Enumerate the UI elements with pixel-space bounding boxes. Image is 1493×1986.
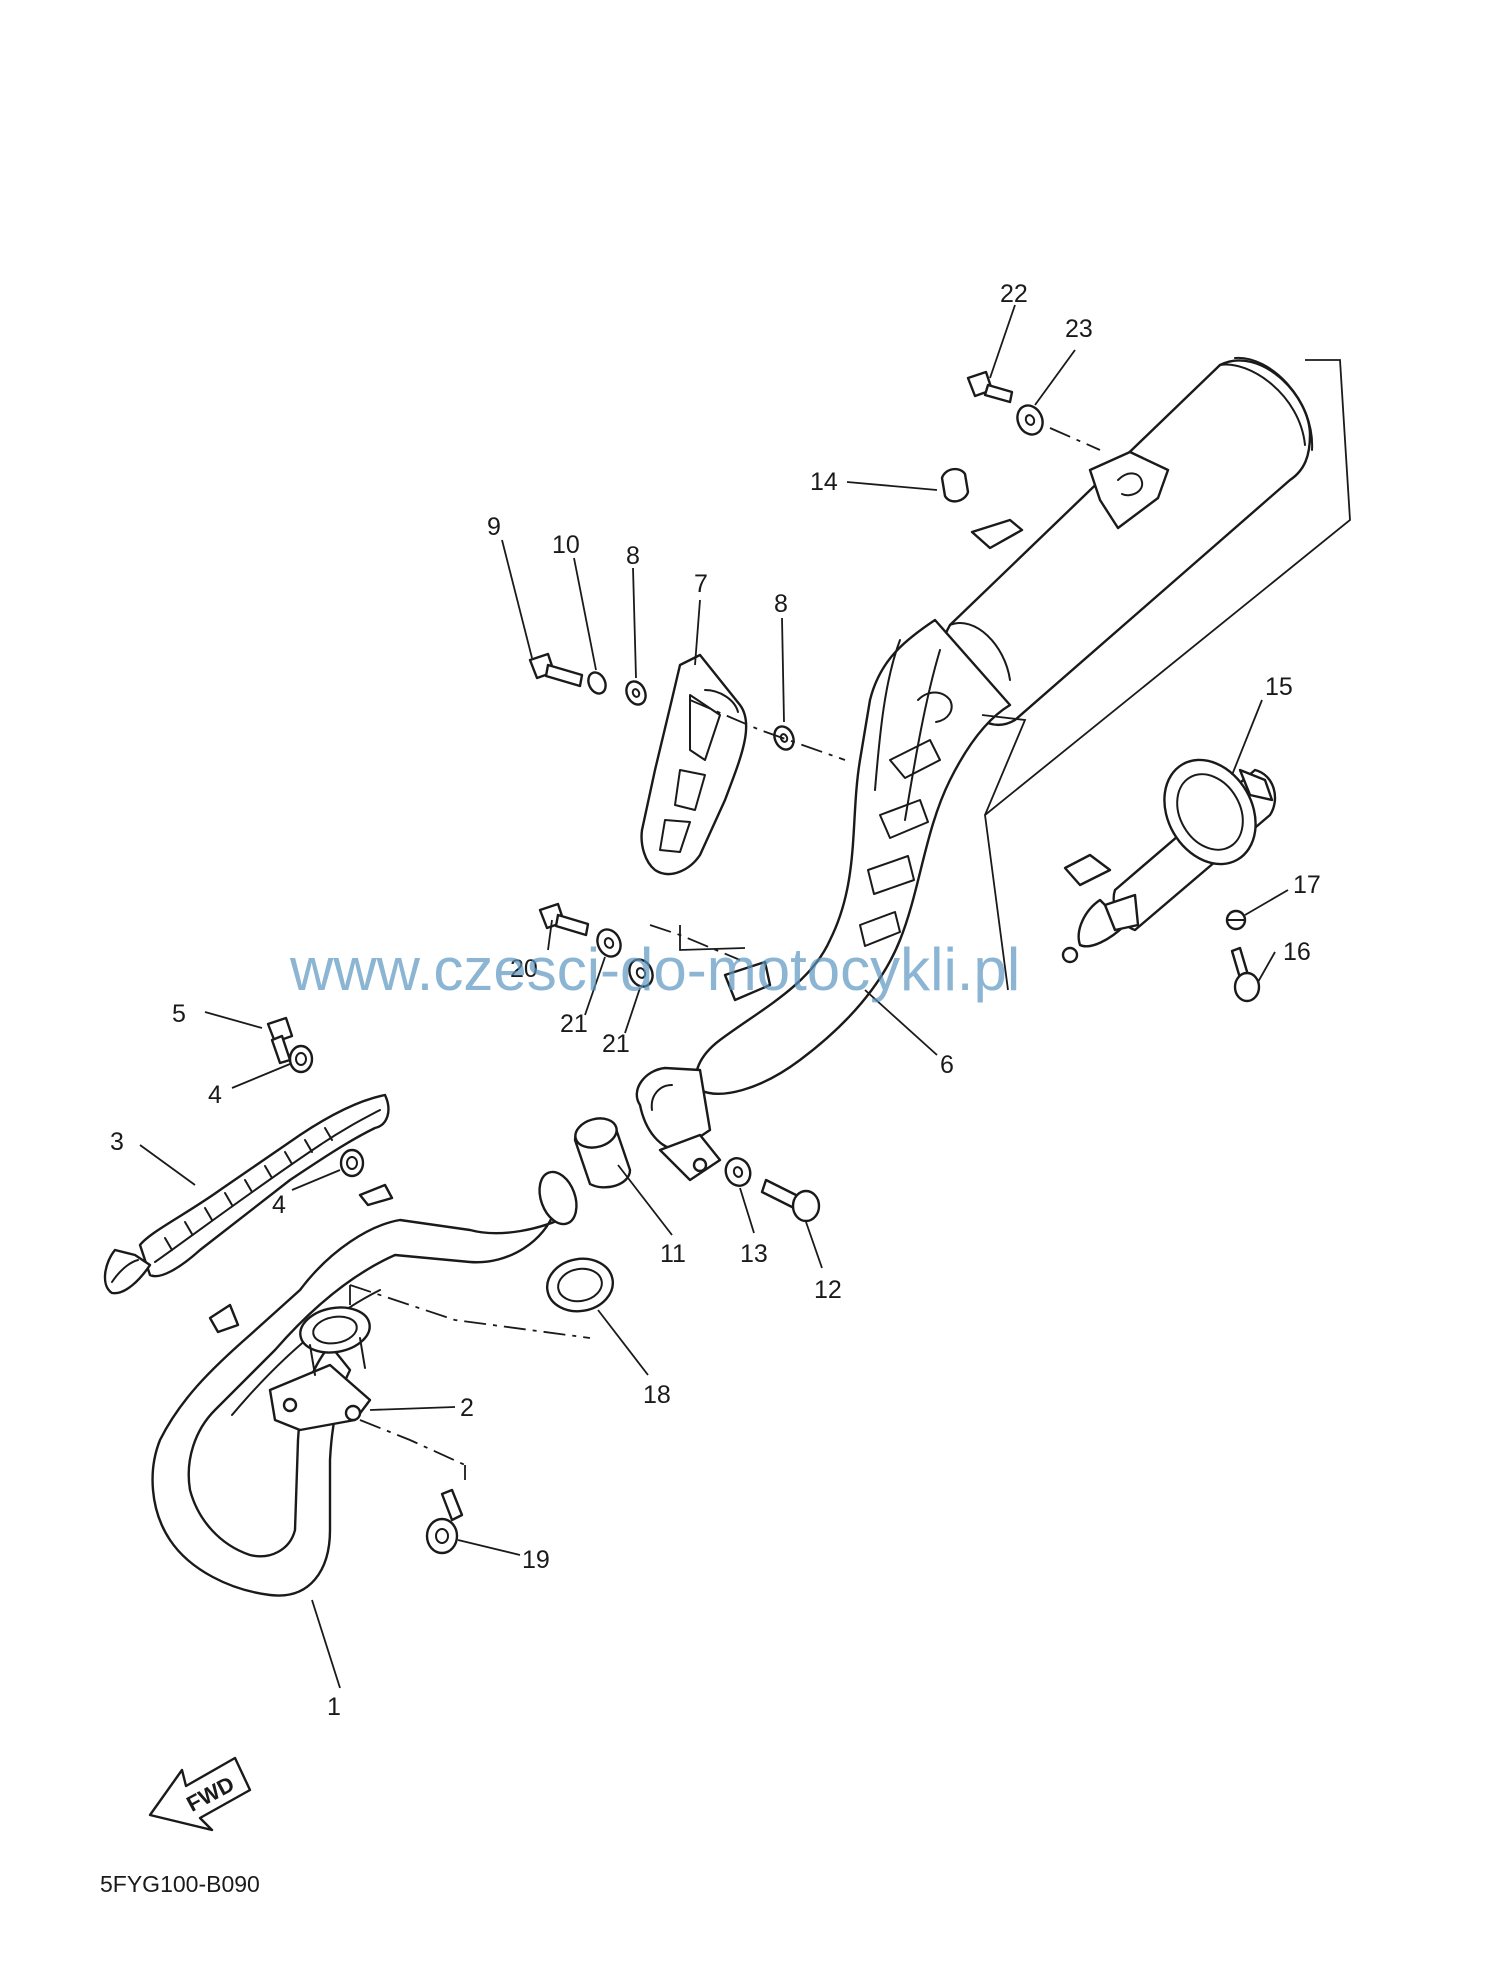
pipe-protector xyxy=(103,1093,390,1295)
callout-14: 14 xyxy=(810,468,838,496)
tail-pipe-insert xyxy=(1061,758,1277,964)
forward-direction-arrow: FWD xyxy=(148,1756,252,1832)
watermark: www.czesci-do-motocykli.pl xyxy=(289,936,1020,1003)
callout-16: 16 xyxy=(1283,938,1311,966)
fasteners xyxy=(266,370,1261,1555)
callout-22: 22 xyxy=(1000,280,1028,308)
drawing-code: 5FYG100-B090 xyxy=(100,1871,260,1897)
callout-19: 19 xyxy=(522,1546,550,1574)
muffler-assembly xyxy=(635,356,1314,1182)
callout-6: 6 xyxy=(940,1051,954,1079)
callout-10: 10 xyxy=(552,531,580,559)
inner-protector xyxy=(640,653,748,876)
callout-4-lower: 4 xyxy=(272,1191,286,1219)
callout-labels: 1 2 3 4 4 5 6 7 8 8 9 10 11 12 13 14 15 … xyxy=(110,280,1321,1721)
callout-8-left: 8 xyxy=(626,542,640,570)
callout-4-upper: 4 xyxy=(208,1081,222,1109)
callout-21-upper: 21 xyxy=(560,1010,588,1038)
callout-12: 12 xyxy=(814,1276,842,1304)
callout-15: 15 xyxy=(1265,673,1293,701)
callout-5: 5 xyxy=(172,1000,186,1028)
callout-17: 17 xyxy=(1293,871,1321,899)
callout-leaders xyxy=(139,304,1289,1689)
assembly-lines xyxy=(349,359,1351,1480)
callout-7: 7 xyxy=(694,570,708,598)
callout-8-right: 8 xyxy=(774,590,788,618)
callout-2: 2 xyxy=(460,1394,474,1422)
callout-18: 18 xyxy=(643,1381,671,1409)
callout-20: 20 xyxy=(510,955,538,983)
callout-13: 13 xyxy=(740,1240,768,1268)
callout-3: 3 xyxy=(110,1128,124,1156)
callout-9: 9 xyxy=(487,513,501,541)
exhaust-pipe xyxy=(151,1170,578,1597)
callout-1: 1 xyxy=(327,1693,341,1721)
callout-11: 11 xyxy=(660,1240,686,1268)
callout-21-lower: 21 xyxy=(602,1030,630,1058)
callout-23: 23 xyxy=(1065,315,1093,343)
